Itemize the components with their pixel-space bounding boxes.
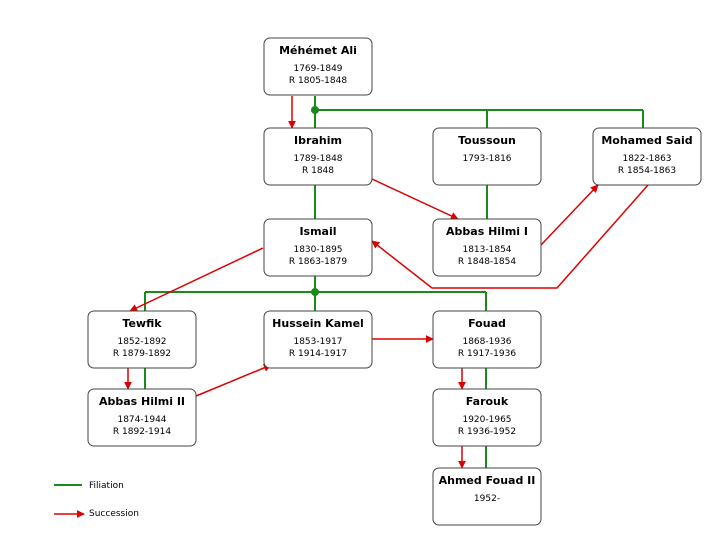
person-name: Ahmed Fouad II <box>439 474 536 487</box>
succession-abbas-hilmi-i-mohamed-said <box>540 184 599 246</box>
succession-arrows <box>124 96 649 469</box>
person-reign: R 1805-1848 <box>289 76 347 86</box>
person-ibrahim: Ibrahim 1789-1848 R 1848 <box>263 127 373 186</box>
person-box <box>432 388 542 447</box>
person-box <box>263 37 373 96</box>
person-name: Tewfik <box>122 317 162 330</box>
filiation-junction-dot <box>311 288 319 296</box>
person-dates: 1769-1849 <box>293 64 342 74</box>
legend-succession-label: Succession <box>89 509 139 519</box>
person-name: Fouad <box>468 317 506 330</box>
person-name: Ismail <box>299 225 336 238</box>
person-tewfik: Tewfik 1852-1892 R 1879-1892 <box>87 310 197 369</box>
person-reign: R 1863-1879 <box>289 257 347 267</box>
person-fouad: Fouad 1868-1936 R 1917-1936 <box>432 310 542 369</box>
person-dates: 1874-1944 <box>117 415 166 425</box>
person-name: Abbas Hilmi II <box>99 395 185 408</box>
person-box <box>263 310 373 369</box>
succession-ibrahim-abbas-hilmi-i <box>371 178 459 220</box>
person-box <box>592 127 702 186</box>
person-mehemet-ali: Méhémet Ali 1769-1849 R 1805-1848 <box>263 37 373 96</box>
person-box <box>432 310 542 369</box>
person-dates: 1920-1965 <box>462 415 511 425</box>
person-box <box>87 310 197 369</box>
person-ismail: Ismail 1830-1895 R 1863-1879 <box>263 218 373 277</box>
legend: Filiation Succession <box>54 481 139 519</box>
person-reign: R 1917-1936 <box>458 349 516 359</box>
person-toussoun: Toussoun 1793-1816 <box>432 127 542 186</box>
person-reign: R 1848-1854 <box>458 257 516 267</box>
person-mohamed-said: Mohamed Said 1822-1863 R 1854-1863 <box>592 127 702 186</box>
person-reign: R 1854-1863 <box>618 166 676 176</box>
person-dates: 1830-1895 <box>293 245 342 255</box>
legend-filiation-label: Filiation <box>89 481 124 491</box>
succession-abbas-hilmi-ii-hussein-kamel <box>195 364 272 397</box>
person-abbas-hilmi-i: Abbas Hilmi I 1813-1854 R 1848-1854 <box>432 218 542 277</box>
person-box <box>263 218 373 277</box>
filiation-junction-dot <box>311 106 319 114</box>
person-reign: R 1936-1952 <box>458 427 516 437</box>
person-box <box>87 388 197 447</box>
person-box <box>432 127 542 186</box>
filiation-mehemet-ali-children <box>314 96 644 129</box>
succession-ismail-tewfik <box>129 247 264 312</box>
person-reign: R 1892-1914 <box>113 427 171 437</box>
person-reign: R 1848 <box>302 166 334 176</box>
person-ahmed-fouad-ii: Ahmed Fouad II 1952- <box>432 467 542 526</box>
person-dates: 1822-1863 <box>622 154 671 164</box>
person-name: Abbas Hilmi I <box>446 225 528 238</box>
person-name: Méhémet Ali <box>279 44 357 57</box>
person-name: Hussein Kamel <box>272 317 364 330</box>
person-reign: R 1879-1892 <box>113 349 171 359</box>
person-dates: 1853-1917 <box>293 337 342 347</box>
person-dates: 1952- <box>474 494 500 504</box>
person-dates: 1793-1816 <box>462 154 511 164</box>
person-name: Farouk <box>466 395 509 408</box>
person-dates: 1868-1936 <box>462 337 511 347</box>
succession-mohamed-said-ismail <box>371 184 649 289</box>
person-reign: R 1914-1917 <box>289 349 347 359</box>
person-name: Toussoun <box>458 134 516 147</box>
person-box <box>432 467 542 526</box>
person-farouk: Farouk 1920-1965 R 1936-1952 <box>432 388 542 447</box>
person-dates: 1813-1854 <box>462 245 511 255</box>
person-dates: 1852-1892 <box>117 337 166 347</box>
person-hussein-kamel: Hussein Kamel 1853-1917 R 1914-1917 <box>263 310 373 369</box>
filiation-lines <box>144 96 644 468</box>
person-name: Mohamed Said <box>601 134 692 147</box>
person-dates: 1789-1848 <box>293 154 342 164</box>
person-box <box>432 218 542 277</box>
person-abbas-hilmi-ii: Abbas Hilmi II 1874-1944 R 1892-1914 <box>87 388 197 447</box>
person-box <box>263 127 373 186</box>
person-name: Ibrahim <box>294 134 342 147</box>
